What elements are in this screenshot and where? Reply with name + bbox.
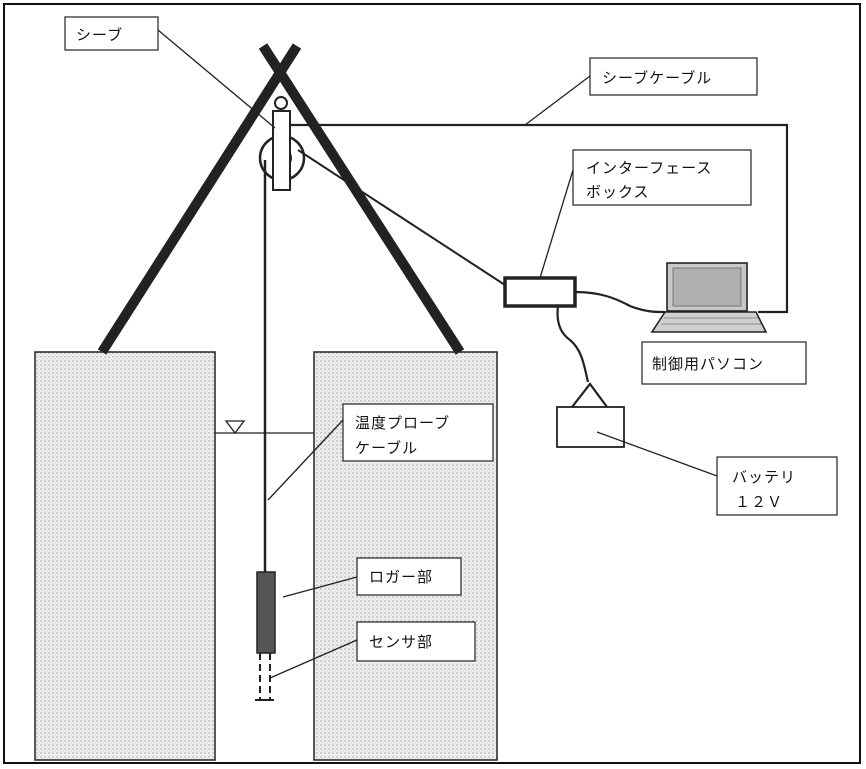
leader-battery	[596, 431, 718, 477]
label-battery-line2: １２Ｖ	[735, 493, 783, 511]
leader-probe-cable	[267, 419, 344, 501]
battery-handle	[571, 382, 608, 408]
interface-to-battery-cable	[556, 305, 590, 383]
label-logger-text: ロガー部	[369, 568, 433, 586]
label-interface-box: インターフェース ボックス	[572, 149, 752, 206]
label-control-pc: 制御用パソコン	[641, 341, 807, 385]
sheave-cable	[290, 123, 789, 314]
leader-interface-box	[539, 169, 574, 279]
laptop-screen	[672, 267, 742, 307]
label-control-pc-text: 制御用パソコン	[652, 355, 764, 373]
sheave-hook	[274, 96, 288, 110]
label-sheave-text: シーブ	[76, 26, 123, 44]
label-temp-probe-cable-line1: 温度プローブ	[355, 414, 450, 432]
ground-left	[34, 351, 216, 761]
label-battery-line1: バッテリ	[732, 468, 796, 486]
label-interface-box-line1: インターフェース	[586, 159, 712, 177]
leader-sheave	[157, 29, 276, 129]
tripod-leg-right	[258, 43, 465, 355]
leader-logger	[282, 576, 358, 598]
figure-frame	[3, 3, 861, 764]
tripod-leg-left	[97, 43, 302, 355]
logger-unit	[256, 571, 276, 654]
label-battery: バッテリ １２Ｖ	[716, 456, 838, 516]
leader-sensor	[269, 639, 358, 679]
battery-box	[556, 406, 625, 448]
label-sheave: シーブ	[64, 16, 159, 51]
leader-sheave-cable	[524, 75, 591, 126]
label-sheave-cable-text: シーブケーブル	[602, 69, 712, 87]
label-temp-probe-cable: 温度プローブ ケーブル	[342, 403, 494, 462]
interface-box	[503, 276, 577, 308]
label-temp-probe-cable-line2: ケーブル	[355, 439, 418, 457]
label-sensor-text: センサ部	[369, 633, 433, 651]
sheave-sensor-body	[272, 110, 291, 191]
label-sheave-cable: シーブケーブル	[589, 57, 758, 96]
label-sensor: センサ部	[356, 621, 476, 662]
label-logger: ロガー部	[356, 557, 462, 596]
interface-to-pc-cable	[574, 290, 666, 314]
water-level-marker	[224, 420, 246, 435]
label-interface-box-line2: ボックス	[586, 183, 650, 201]
probe-cable-to-interface	[297, 149, 506, 286]
laptop-keyboard	[650, 311, 768, 333]
